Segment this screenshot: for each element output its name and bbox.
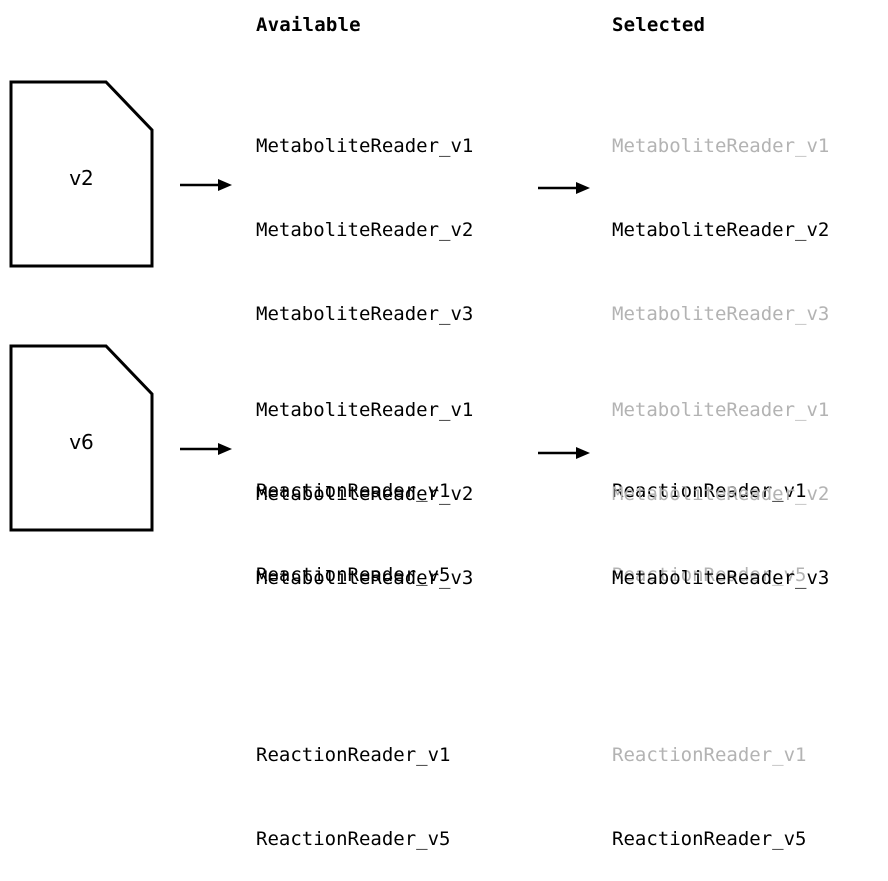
right-arrow-icon (180, 178, 232, 192)
available-list: MetaboliteReader_v1 MetaboliteReader_v2 … (256, 340, 473, 881)
list-item: MetaboliteReader_v2 (612, 483, 830, 505)
list-item: MetaboliteReader_v2 (612, 219, 830, 241)
list-item: MetaboliteReader_v2 (256, 219, 474, 241)
right-arrow-icon (180, 442, 232, 456)
list-item: MetaboliteReader_v1 (612, 399, 830, 421)
list-item: ReactionReader_v5 (256, 828, 451, 850)
list-item: MetaboliteReader_v1 (256, 135, 474, 157)
selected-header: Selected (612, 14, 706, 36)
right-arrow-icon (538, 446, 590, 460)
list-item: MetaboliteReader_v3 (612, 567, 830, 589)
file-version-label: v2 (69, 166, 94, 190)
file-document-icon: v6 (9, 344, 154, 532)
list-item: MetaboliteReader_v3 (256, 303, 474, 325)
list-item: ReactionReader_v1 (612, 744, 807, 766)
list-item: ReactionReader_v1 (256, 744, 451, 766)
right-arrow-icon (538, 181, 590, 195)
file-version-label: v6 (69, 430, 94, 454)
list-item: MetaboliteReader_v3 (612, 303, 830, 325)
list-item: MetaboliteReader_v3 (256, 567, 474, 589)
selected-list: MetaboliteReader_v1 MetaboliteReader_v2 … (612, 340, 829, 881)
available-header: Available (256, 14, 361, 36)
list-item: ReactionReader_v1 (256, 480, 451, 502)
list-item: MetaboliteReader_v1 (612, 135, 830, 157)
list-item: ReactionReader_v5 (612, 828, 807, 850)
file-document-icon: v2 (9, 80, 154, 268)
list-item: MetaboliteReader_v1 (256, 399, 474, 421)
list-item: MetaboliteReader_v2 (256, 483, 474, 505)
list-item: ReactionReader_v1 (612, 480, 807, 502)
